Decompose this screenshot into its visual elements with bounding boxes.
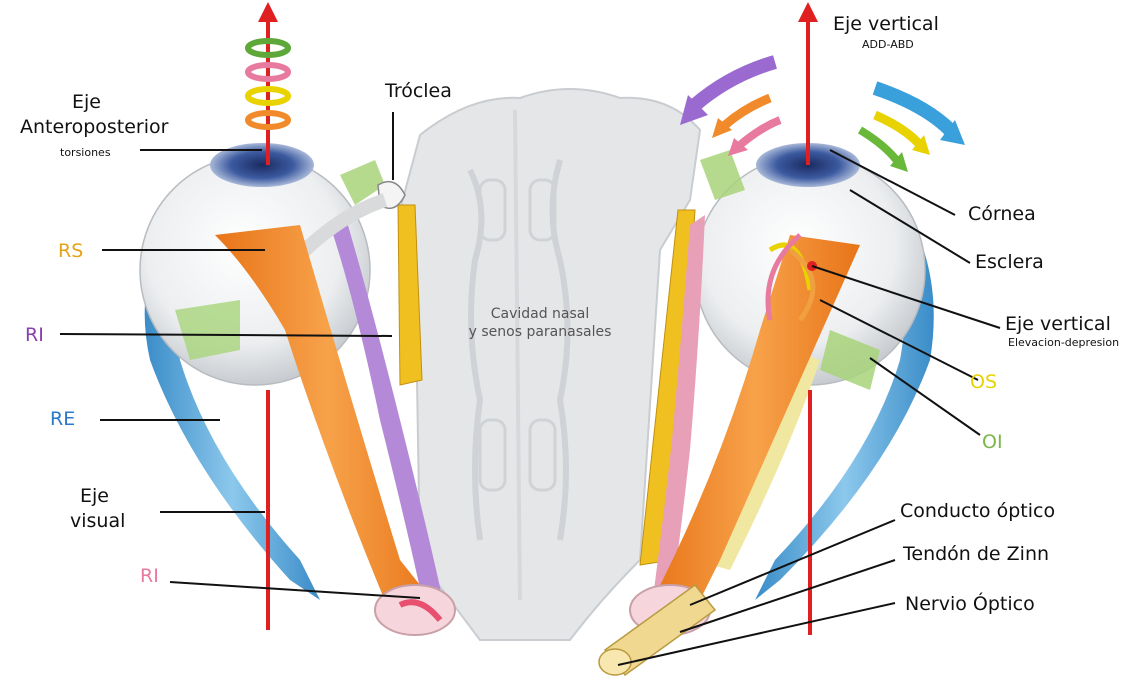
label-eje-visual-2: visual	[70, 510, 125, 532]
label-torsiones: torsiones	[60, 146, 111, 159]
label-conducto: Conducto óptico	[900, 500, 1055, 522]
label-ri-top: RI	[25, 324, 44, 346]
label-rs: RS	[58, 240, 83, 262]
label-eje-antero-2: Anteroposterior	[20, 116, 169, 138]
abd-arrows-right	[860, 88, 965, 172]
label-troclea: Tróclea	[384, 80, 452, 102]
left-annulus-zinn	[375, 585, 455, 635]
label-cornea: Córnea	[968, 203, 1036, 225]
label-re: RE	[50, 408, 75, 430]
label-cavidad-2: y senos paranasales	[469, 324, 612, 340]
label-ri-bottom: RI	[140, 565, 159, 587]
label-elevacion: Elevacion-depresion	[1008, 336, 1119, 349]
label-eje-vertical-mid: Eje vertical	[1005, 313, 1111, 335]
label-oi: OI	[982, 431, 1003, 453]
label-nervio: Nervio Óptico	[905, 591, 1035, 615]
label-eje-visual-1: Eje	[80, 485, 109, 507]
label-add-abd: ADD-ABD	[862, 38, 914, 51]
label-cavidad-1: Cavidad nasal	[491, 306, 590, 322]
label-eje-vertical-top: Eje vertical	[833, 13, 939, 35]
label-eje-antero-1: Eje	[72, 91, 101, 113]
label-os: OS	[970, 371, 997, 393]
label-esclera: Esclera	[975, 251, 1044, 273]
label-tendon: Tendón de Zinn	[902, 543, 1049, 565]
